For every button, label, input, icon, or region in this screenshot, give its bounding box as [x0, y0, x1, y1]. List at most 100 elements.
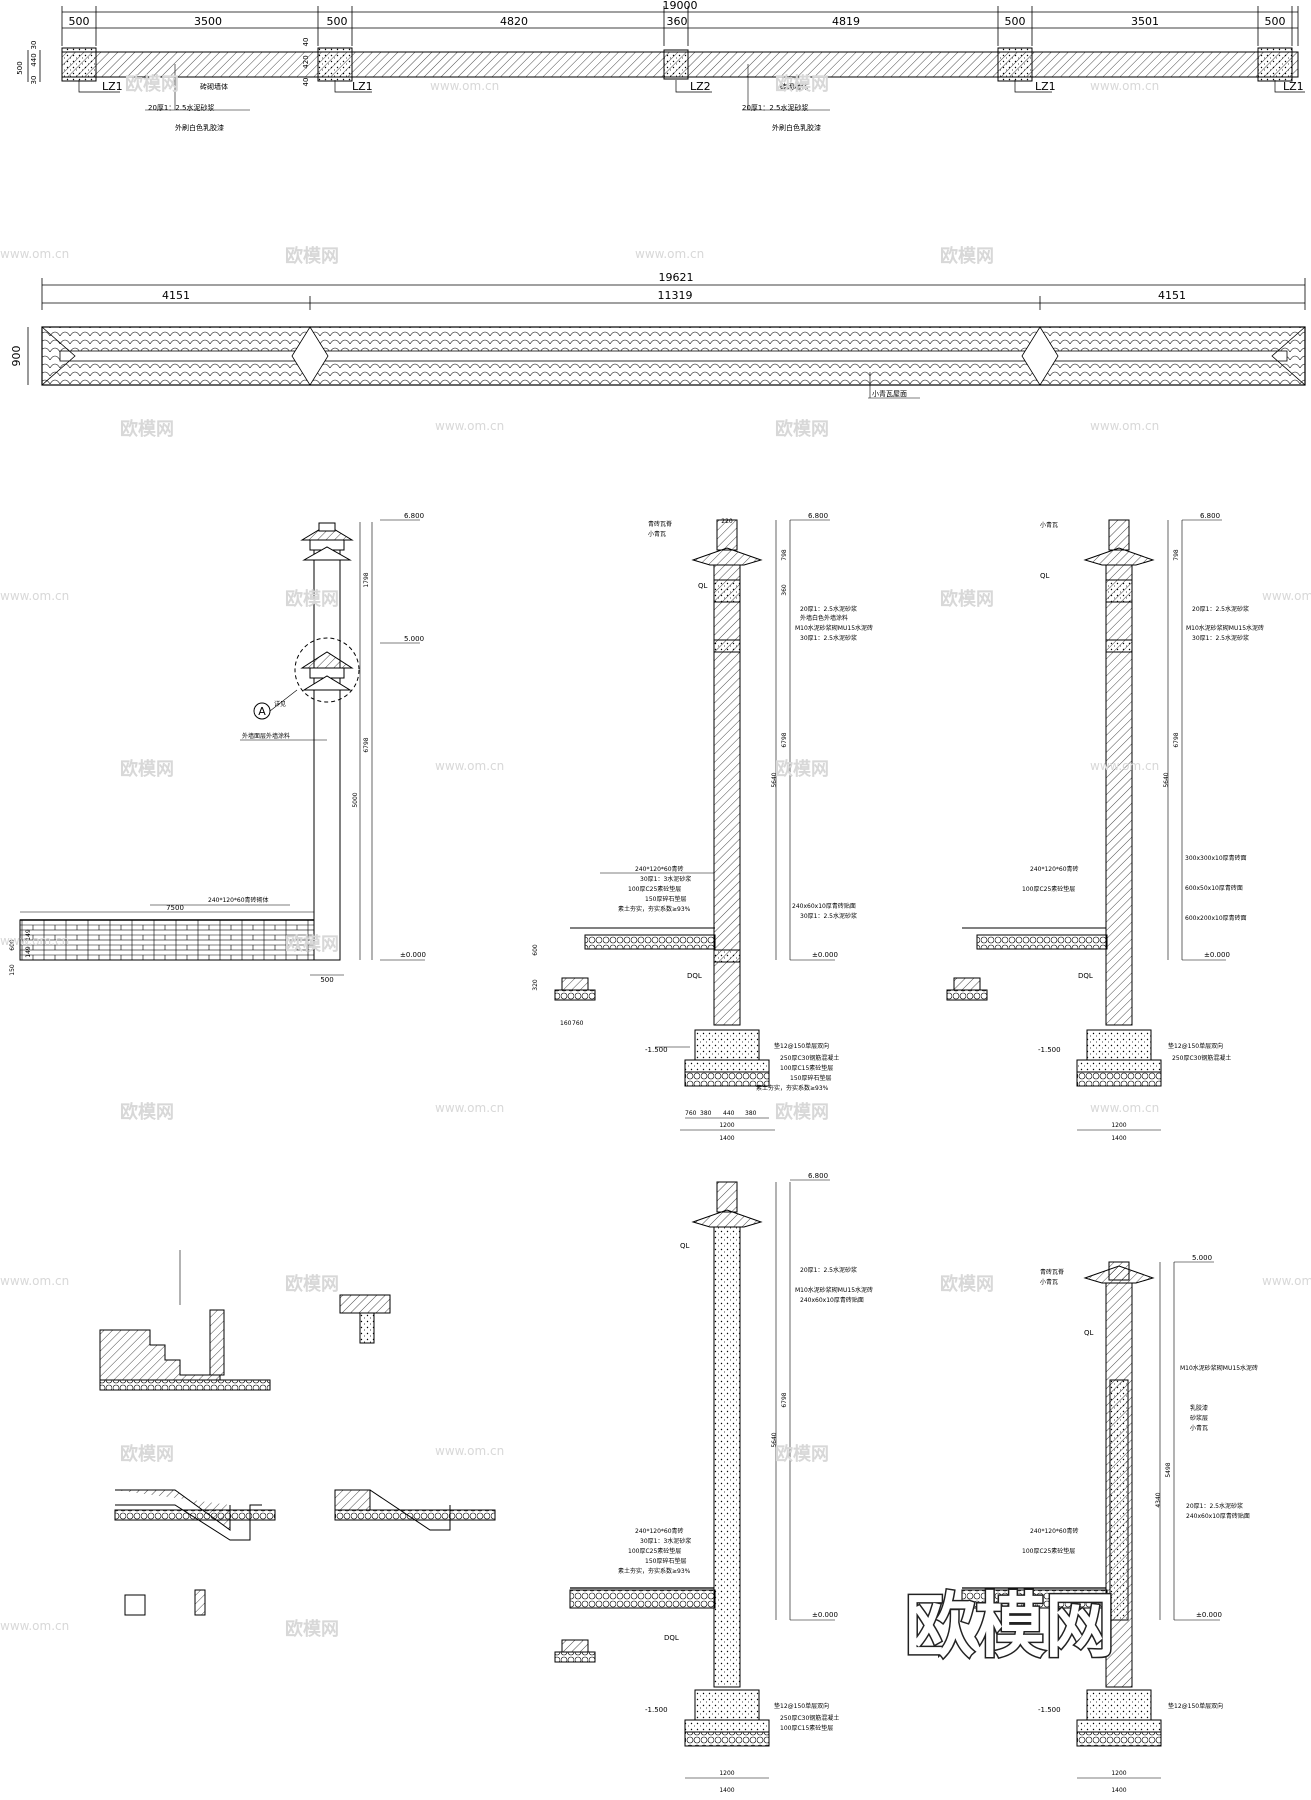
section-label: QL: [1040, 572, 1050, 580]
watermark: 欧模网: [120, 758, 174, 780]
section-note: 240*120*60青砖: [635, 865, 684, 873]
section-dim: 6798: [1173, 732, 1180, 747]
section-note: 30厚1：3水泥砂浆: [640, 1537, 691, 1545]
section-dim: 5640: [771, 772, 778, 787]
watermark: 欧模网: [120, 1101, 174, 1123]
side-dim: 30: [30, 41, 38, 50]
watermark: www.om.cn: [1262, 1274, 1311, 1288]
section-note: 240x60x10厚青砖贴面: [1186, 1512, 1250, 1520]
section-note: 20厚1：2.5水泥砂浆: [1186, 1502, 1243, 1510]
watermark: 欧模网: [285, 245, 339, 267]
watermark: 欧模网: [285, 1273, 339, 1295]
section-note: 30厚1：2.5水泥砂浆: [800, 634, 857, 642]
side-dim: 40: [302, 78, 310, 87]
section-dim: 798: [1173, 549, 1180, 561]
elevation-dim: 6798: [363, 737, 370, 752]
section-label: QL: [1084, 1329, 1094, 1337]
watermark: www.om.cn: [0, 934, 69, 948]
side-dim: 40: [302, 38, 310, 47]
watermark: 欧模网: [120, 418, 174, 440]
section-dim: 440: [723, 1110, 735, 1117]
watermark: www.om.cn: [0, 589, 69, 603]
section-note: 100厚C25素砼垫层: [1022, 1547, 1075, 1555]
section-note: M10水泥砂浆砌MU15水泥砖: [1180, 1364, 1258, 1372]
section-dim: 6798: [781, 732, 788, 747]
section-level: ±0.000: [812, 951, 838, 959]
roof-seg-dim: 4151: [1158, 289, 1186, 302]
side-dim: 30: [30, 76, 38, 85]
level-mark: ±0.000: [400, 951, 426, 959]
section-note: 150厚碎石垫层: [645, 895, 686, 903]
section-note: 小青瓦: [1040, 521, 1058, 529]
section-note: 30厚1：3水泥砂浆: [640, 875, 691, 883]
section-label: QL: [698, 582, 708, 590]
section-level: ±0.000: [812, 1611, 838, 1619]
section-level: ±0.000: [1196, 1611, 1222, 1619]
section-note: 垫12@150单层双向: [774, 1042, 829, 1050]
section-note: 小青瓦: [1190, 1424, 1208, 1432]
section-dim: 360: [781, 584, 788, 596]
watermark: www.om.cn: [435, 1101, 504, 1115]
section-note: 素土夯实，夯实系数≥93%: [618, 905, 691, 913]
elevation-dim: 600: [9, 939, 16, 951]
section-label: DQL: [664, 1634, 679, 1642]
plan-note: 外刷白色乳胶漆: [772, 123, 821, 132]
watermark: www.om.cn: [0, 247, 69, 261]
elevation-dim: 150: [9, 964, 16, 976]
section-note: 小青瓦: [1040, 1278, 1058, 1286]
elevation-note: 外墙面层外墙涂料: [242, 732, 290, 740]
level-mark: 5.000: [404, 635, 424, 643]
section-note: 垫12@150单层双向: [1168, 1042, 1223, 1050]
elevation-note: 详见: [274, 700, 286, 708]
section-label: DQL: [687, 972, 702, 980]
section-level: 5.000: [1192, 1254, 1212, 1262]
column-tag: LZ1: [102, 80, 123, 93]
roof-total-dim: 19621: [659, 271, 694, 284]
section-note: 垫12@150单层双向: [1168, 1702, 1223, 1710]
section-level: -1.500: [645, 1046, 668, 1054]
section-note: 素土夯实，夯实系数≥93%: [618, 1567, 691, 1575]
watermark: www.om.cn: [1090, 1101, 1159, 1115]
watermark: 欧模网: [775, 418, 829, 440]
side-dim: 440: [30, 53, 38, 66]
section-note: M10水泥砂浆砌MU15水泥砖: [1186, 624, 1264, 632]
section-note: 素土夯实，夯实系数≥93%: [756, 1084, 829, 1092]
plan-seg-dim: 500: [1005, 15, 1026, 28]
watermark: 欧模网: [775, 758, 829, 780]
section-note: 100厚C25素砼垫层: [628, 885, 681, 893]
column-tag: LZ1: [1035, 80, 1056, 93]
section-dim: 760: [572, 1020, 584, 1027]
wall-plan: 19000 500 3500 500 4820 360 4819 500 350…: [16, 0, 1305, 132]
watermark: 欧模网: [285, 1618, 339, 1640]
roof-height-dim: 900: [10, 346, 23, 367]
section-dim: 1200: [1111, 1122, 1126, 1129]
elevation-dim: 5000: [352, 792, 359, 807]
section-dim: 1400: [1111, 1135, 1126, 1142]
watermark: www.om.cn: [435, 419, 504, 433]
wall-section-3: 6.800 ±0.000 5640 6798 QL 20厚1：2.5水泥砂浆 M…: [554, 1172, 873, 1794]
plan-seg-dim: 3501: [1131, 15, 1159, 28]
plan-note: 外刷白色乳胶漆: [175, 123, 224, 132]
section-note: 150厚碎石垫层: [790, 1074, 831, 1082]
column-elevation: A 详见 外墙面层外墙涂料 240*120*60青砖砌体 7500 500 60…: [9, 512, 426, 984]
roof-seg-dim: 11319: [658, 289, 693, 302]
plan-seg-dim: 3500: [194, 15, 222, 28]
section-dim: 600: [532, 944, 539, 956]
section-note: 240x60x10厚青砖贴面: [792, 902, 856, 910]
watermark: 欧模网: [940, 1273, 994, 1295]
column-tag: LZ1: [352, 80, 373, 93]
plan-note: 砖砌墙体: [780, 82, 808, 91]
section-dim: 320: [532, 979, 539, 991]
section-note: 600x200x10厚青砖面: [1185, 914, 1247, 922]
section-note: 250厚C30钢筋混凝土: [1172, 1054, 1231, 1062]
watermark: 欧模网: [285, 933, 339, 955]
section-level: 6.800: [808, 1172, 828, 1180]
plan-segment-dims: 500 3500 500 4820 360 4819 500 3501 500: [69, 15, 1286, 28]
section-note: 青砖瓦脊: [648, 520, 672, 528]
section-note: 乳胶漆: [1190, 1404, 1208, 1412]
detail-marker: A: [258, 705, 266, 718]
section-note: 300x300x10厚青砖面: [1185, 854, 1247, 862]
side-dim: 500: [16, 61, 24, 74]
section-note: 600x50x10厚青砖面: [1185, 884, 1243, 892]
wall-section-2: 798 5640 6798 6.800 ±0.000 QL 小青瓦 20厚1：2…: [946, 512, 1264, 1142]
